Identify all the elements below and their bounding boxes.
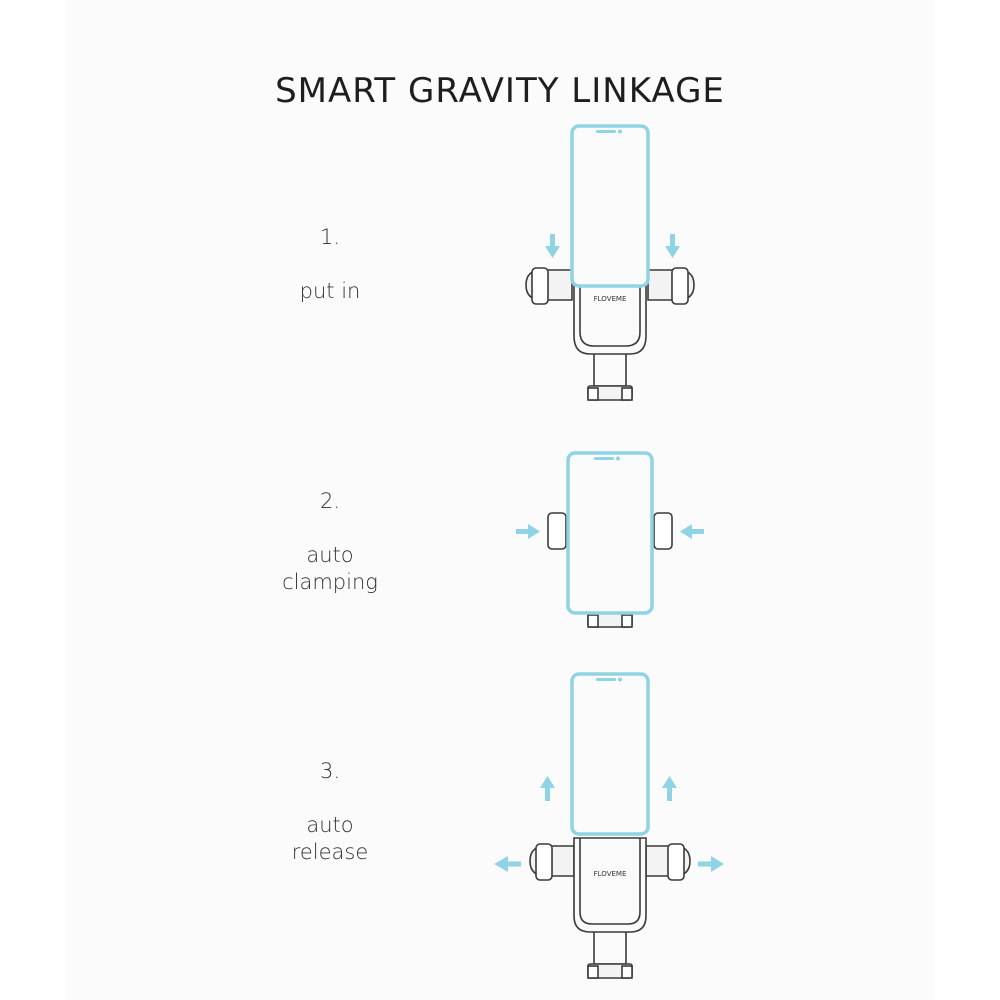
left-arrow-icon [680, 524, 704, 539]
step-2-number: 2. [319, 489, 341, 513]
put-in-illustration: FLOVEME [525, 124, 695, 401]
left-arrow-icon [494, 856, 521, 872]
page-title: SMART GRAVITY LINKAGE [275, 70, 725, 111]
down-arrow-icon-right [665, 234, 680, 258]
step-3-text: 3. auto release [230, 758, 430, 866]
phone-holder [525, 267, 695, 401]
step-2-text: 2. auto clamping [230, 488, 430, 596]
phone [566, 451, 654, 615]
phone-holder [547, 512, 673, 628]
phone [570, 124, 650, 288]
auto-clamping-illustration [516, 451, 704, 628]
down-arrow-icon-left [545, 234, 560, 258]
step-2-label-line1: auto [306, 543, 354, 567]
phone [570, 672, 650, 836]
right-arrow-icon [516, 524, 540, 539]
up-arrow-icon-right [662, 776, 677, 801]
step-3-number: 3. [319, 759, 341, 783]
step-2-label-line2: clamping [282, 570, 378, 594]
background-panel [66, 0, 934, 1000]
step-1-number: 1. [319, 225, 341, 249]
phone-holder [529, 837, 691, 979]
holder-brand-1: FLOVEME [594, 295, 627, 303]
step-3-label-line1: auto [306, 813, 354, 837]
auto-release-illustration: FLOVEME [494, 672, 724, 979]
step-1-text: 1. put in [230, 224, 430, 305]
step-3-label-line2: release [291, 840, 369, 864]
right-arrow-icon [698, 856, 724, 872]
step-1-label: put in [299, 279, 361, 303]
up-arrow-icon-left [540, 776, 555, 801]
holder-brand-3: FLOVEME [594, 870, 627, 878]
